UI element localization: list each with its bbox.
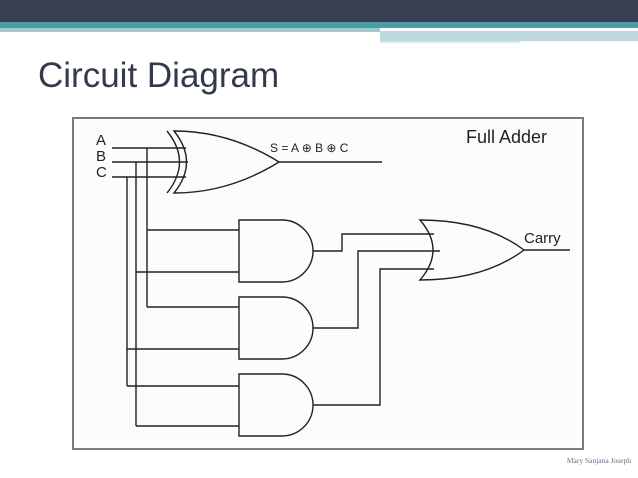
header-accent-line [380, 41, 520, 43]
header-accent-stripe [0, 22, 638, 28]
carry-output-label: Carry [524, 230, 561, 247]
header-band [0, 0, 638, 22]
input-label-b: B [96, 148, 106, 165]
circuit-title: Full Adder [466, 127, 548, 147]
xor-gate-back-curve [166, 130, 181, 194]
footer-author: Mary Sanjana Joseph [566, 456, 631, 465]
and-gate-2 [238, 296, 314, 360]
sum-output-label: S = A ⊕ B ⊕ C [270, 141, 349, 155]
header-accent-stripe-light [0, 28, 380, 32]
circuit-diagram: Full Adder [72, 117, 584, 450]
header-accent-stripe-right [380, 31, 638, 41]
and-gate-1 [238, 219, 314, 283]
wire-and1-to-or [313, 233, 434, 252]
slide-title: Circuit Diagram [38, 56, 280, 95]
and-gate-3 [238, 373, 314, 437]
wire-and2-to-or [313, 250, 440, 329]
xor-gate [172, 130, 281, 194]
full-adder-schematic: A B C S = A ⊕ B ⊕ C Carry [96, 130, 570, 437]
input-label-a: A [96, 132, 106, 149]
or-gate [418, 219, 526, 281]
wire-and3-to-or [313, 268, 434, 406]
input-label-c: C [96, 164, 107, 181]
